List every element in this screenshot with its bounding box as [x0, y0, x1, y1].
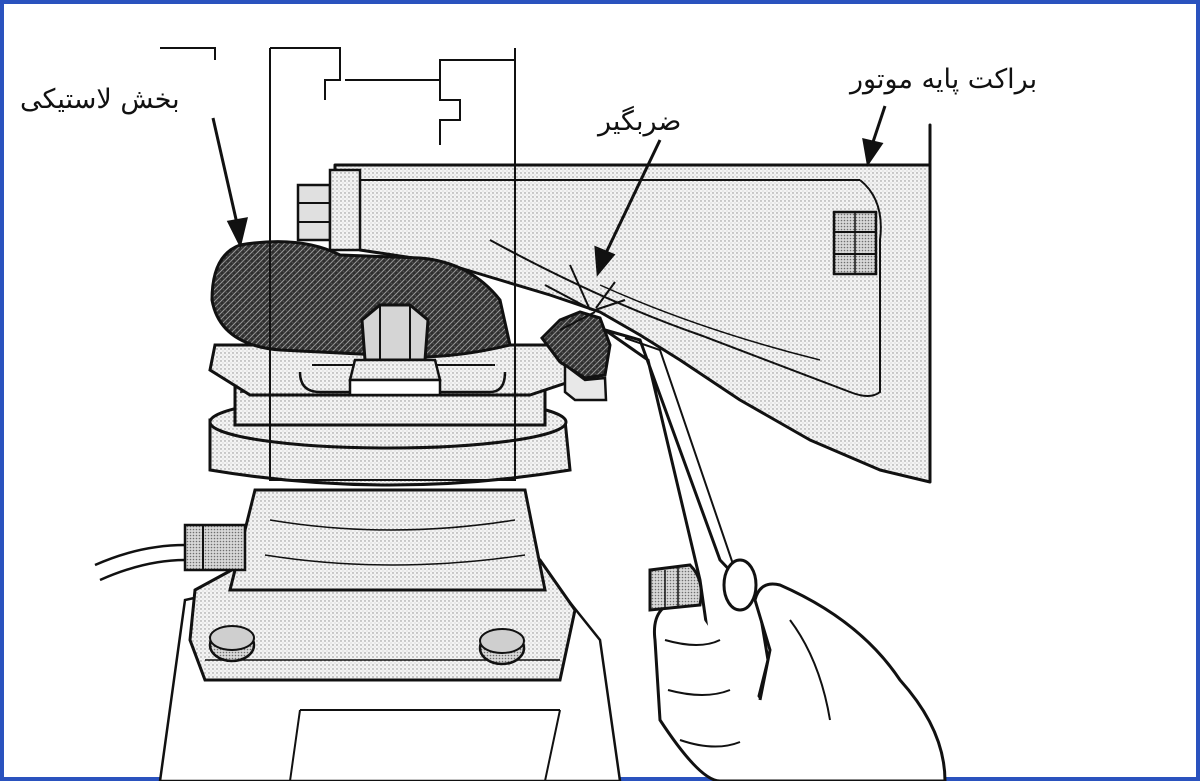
- flange-bolt-right: [478, 628, 526, 666]
- callout-engine-mount-bracket: براکت پایه موتور: [850, 64, 1038, 95]
- flange-bolt-left: [208, 625, 256, 663]
- cutaway-outline: [160, 47, 516, 481]
- callout-damper: ضربگیر: [598, 106, 682, 137]
- mount-nut: [348, 303, 442, 397]
- callout-rubber-part: بخش لاستیکی: [20, 84, 180, 115]
- bracket-bolt: [832, 210, 878, 276]
- feeler-tool: [604, 328, 770, 743]
- bracket-plate: [333, 123, 932, 484]
- damper-stopper: [540, 310, 612, 402]
- hand: [648, 563, 947, 781]
- contact-burst: [544, 264, 626, 331]
- rubber-leader-arrow: [211, 117, 248, 249]
- bracket-side-bolt: [296, 168, 362, 252]
- damper-leader-arrow: [594, 139, 662, 277]
- bracket-leader-arrow: [862, 105, 887, 167]
- sensor-connector: [94, 523, 247, 582]
